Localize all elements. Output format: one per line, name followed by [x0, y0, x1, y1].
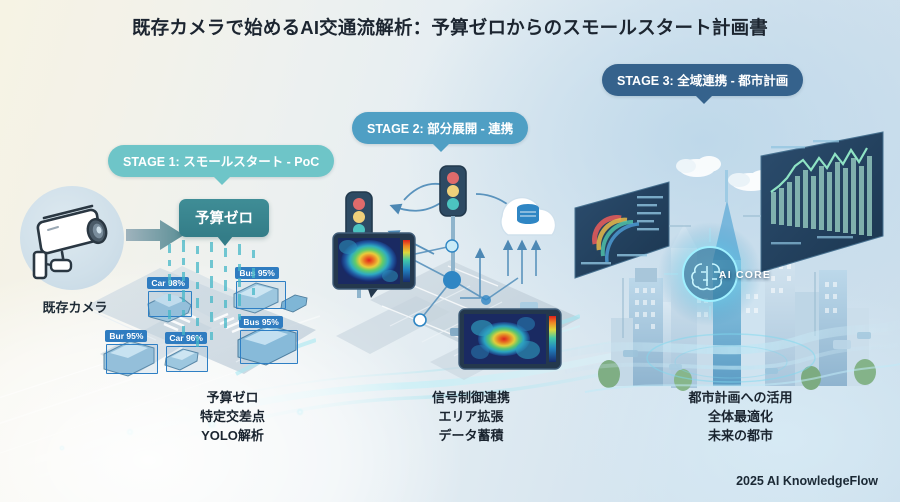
database-icon: [517, 204, 539, 224]
footer-credit: 2025 AI KnowledgeFlow: [736, 474, 878, 488]
stage3-caption-line-3: 未来の都市: [707, 428, 773, 443]
stage1-caption-line-2: 特定交差点: [199, 409, 265, 424]
stage-badge-1[interactable]: STAGE 1: スモールスタート - PoC: [108, 145, 335, 185]
stage1-caption-line-3: YOLO解析: [201, 428, 264, 443]
detection-box: Bus 95%: [239, 316, 298, 364]
smart-road-network: [565, 319, 900, 393]
detection-label: Bus 95%: [235, 267, 279, 279]
stage-badge-2[interactable]: STAGE 2: 部分展開 - 連携: [352, 112, 529, 152]
bus-icon: [233, 282, 279, 314]
cloud-database-icon: [460, 196, 557, 299]
detection-box: Bus 95%: [235, 267, 286, 309]
stage2-caption-line-1: 信号制御連携: [431, 390, 510, 405]
detection-label: Bus 95%: [239, 316, 283, 328]
arrow-right-icon: [126, 218, 186, 252]
stage3-caption-line-1: 都市計画への活用: [688, 390, 793, 405]
camera-label: 既存カメラ: [42, 300, 108, 315]
page-title: 既存カメラで始めるAI交通流解析：予算ゼロからのスモールスタート計画書: [131, 17, 768, 38]
stage3-illustration: [565, 96, 900, 396]
stage2-caption-line-3: データ蓄積: [438, 428, 504, 443]
stage2-caption-line-2: エリア拡張: [438, 409, 504, 424]
stage-badge-3[interactable]: STAGE 3: 全域連携 - 都市計画: [602, 64, 804, 104]
ai-core-label: AI CORE: [718, 269, 772, 281]
detection-box: Bur 95%: [105, 330, 158, 374]
cloud-icon: [676, 156, 721, 177]
cctv-camera-icon: [24, 190, 120, 286]
brain-icon: [691, 263, 723, 291]
stage2-caption: 信号制御連携 エリア拡張 データ蓄積: [385, 388, 557, 445]
heatmap-display-icon-2: [458, 308, 562, 372]
heatmap-display-icon: [332, 232, 416, 298]
stage1-caption: 予算ゼロ 特定交差点 YOLO解析: [150, 388, 315, 445]
stage1-caption-line-1: 予算ゼロ: [206, 390, 259, 405]
data-stream-decoration: [158, 240, 268, 358]
stage3-caption-line-2: 全体最適化: [707, 409, 773, 424]
vehicle-icons: [623, 332, 871, 374]
car-icon-3: [164, 348, 199, 371]
budget-zero-chip: 予算ゼロ: [179, 199, 269, 246]
stage1-vehicles: [86, 258, 316, 388]
detection-label: Bur 95%: [105, 330, 148, 342]
bus-icon-3: [237, 324, 297, 366]
line-chart-dashboard-icon: [743, 131, 884, 336]
stage3-caption: 都市計画への活用 全体最適化 未来の都市: [648, 388, 833, 445]
radar-dashboard-icon: [574, 181, 691, 338]
ai-core-node: [658, 222, 762, 326]
